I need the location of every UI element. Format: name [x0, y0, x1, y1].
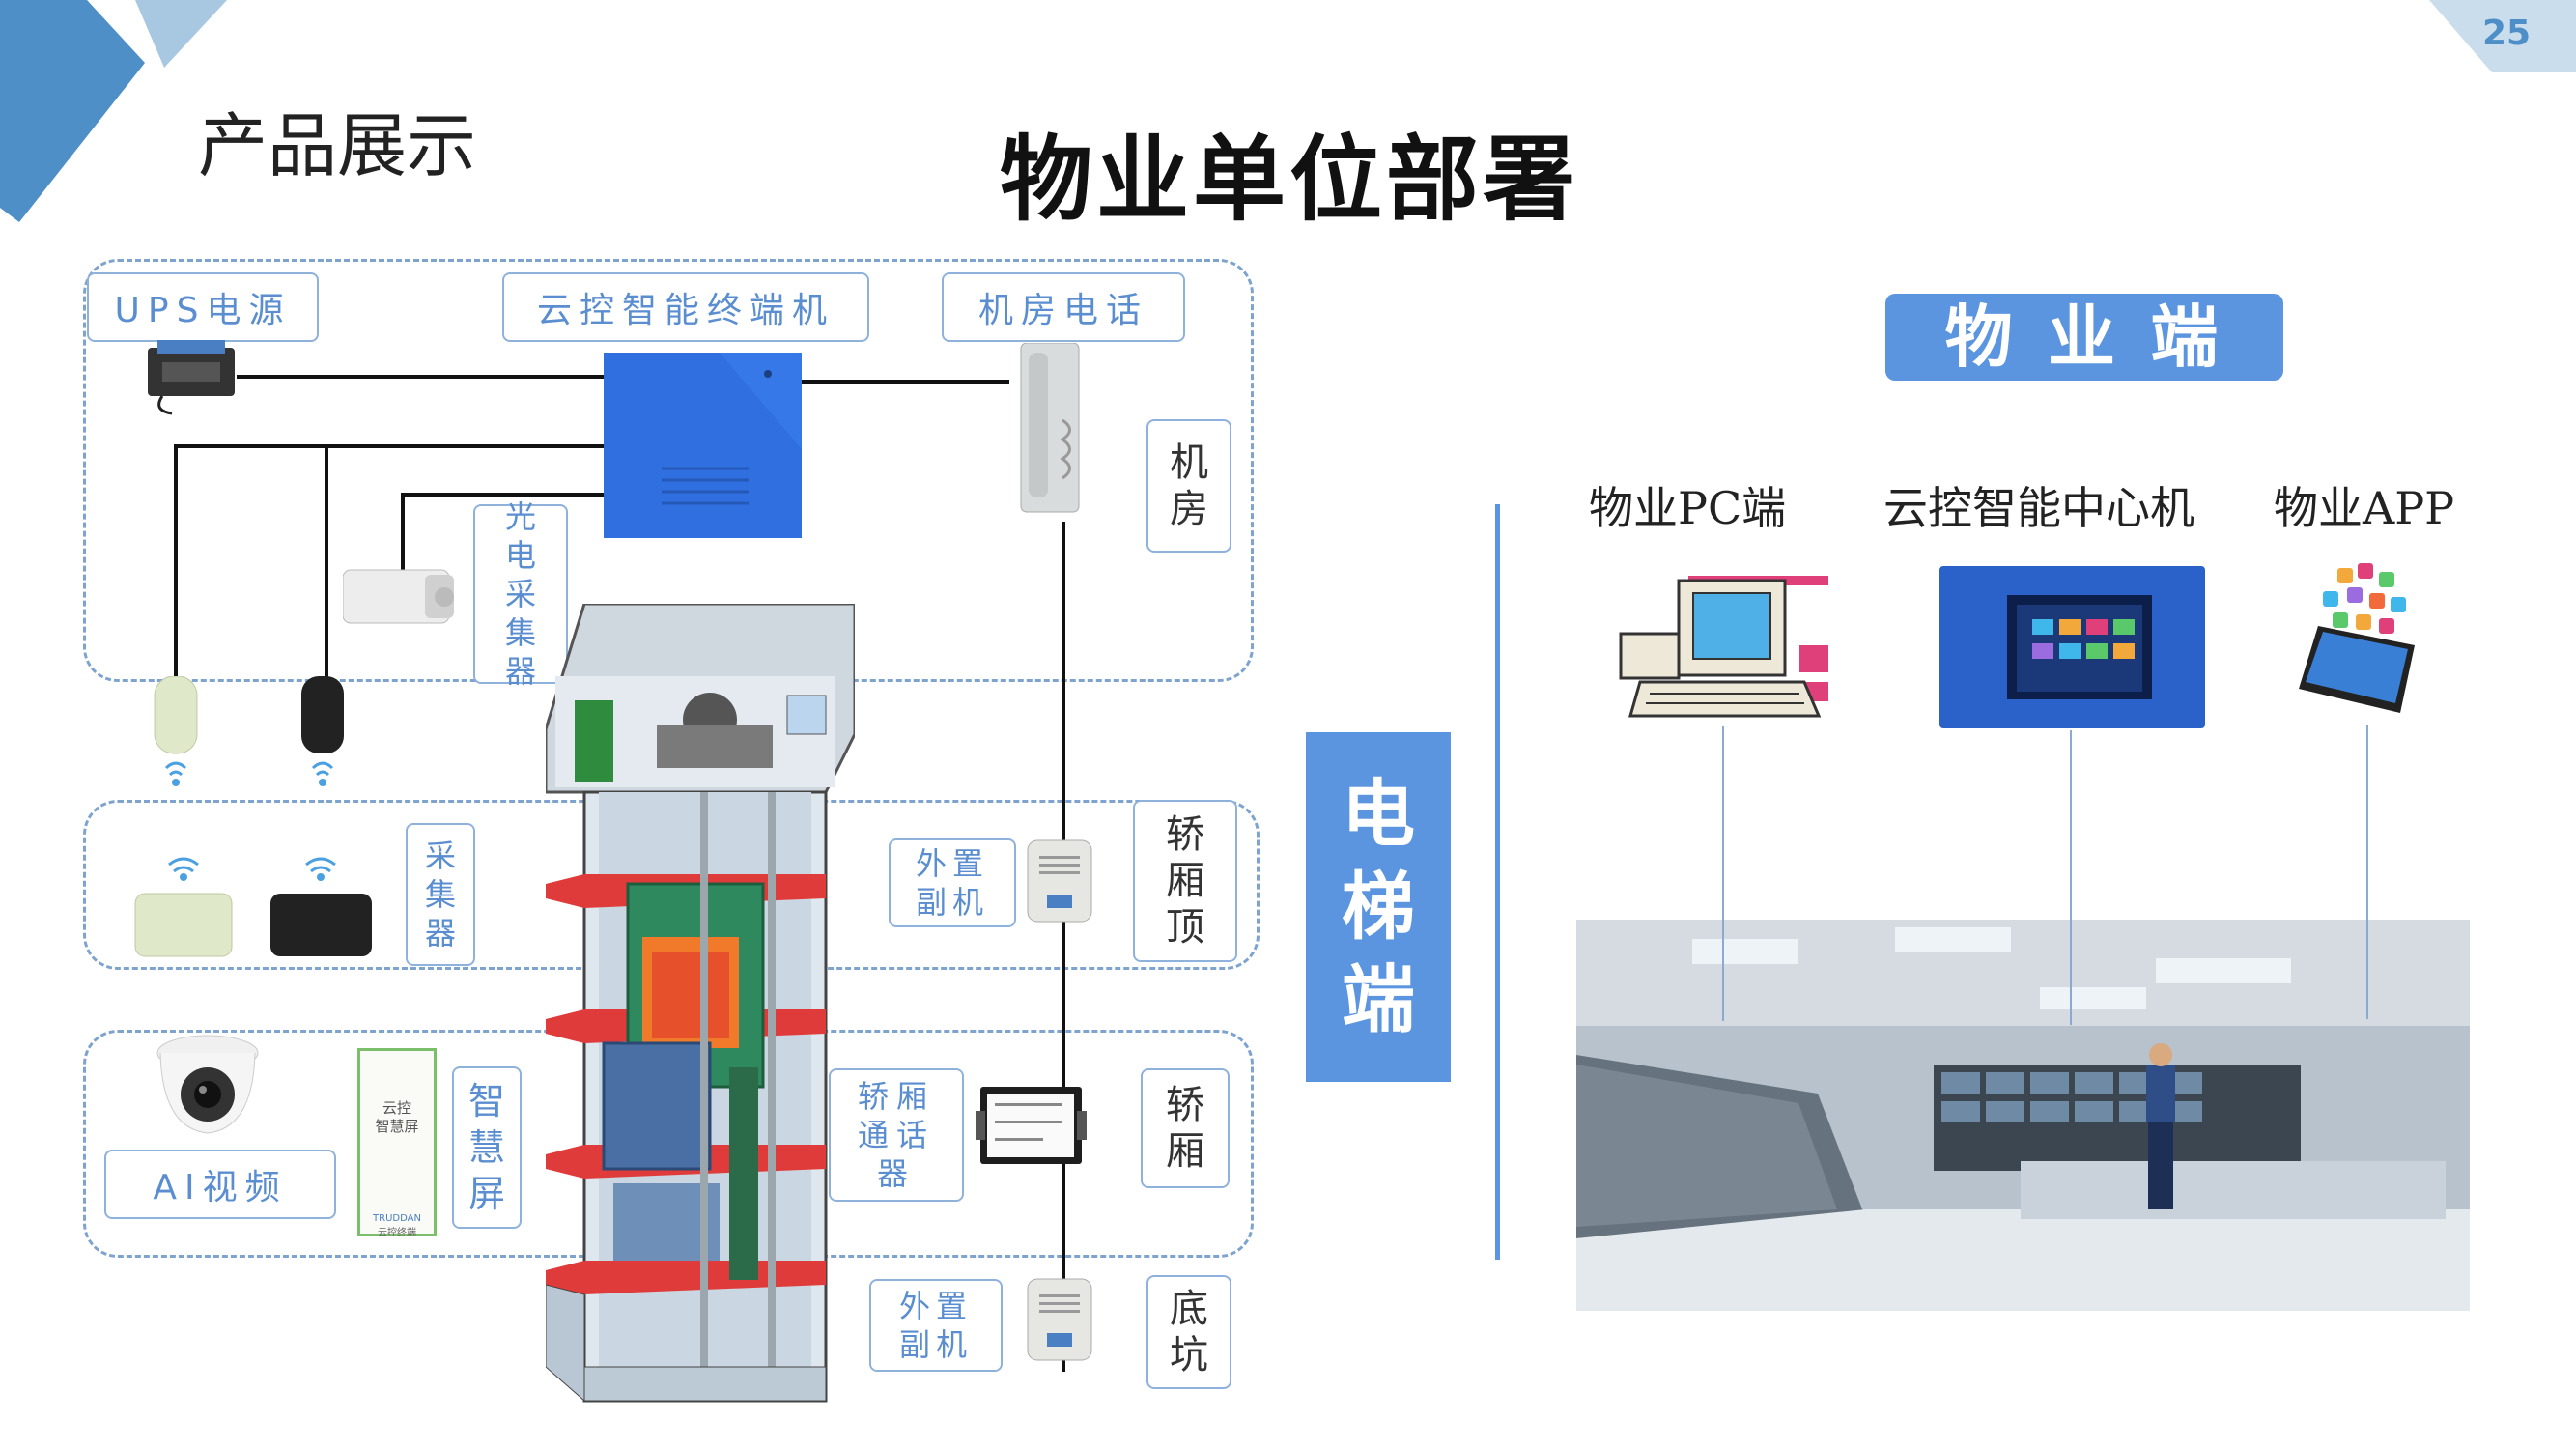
- collector-dark-icon: [270, 857, 372, 956]
- line-v-collector-1: [174, 444, 178, 681]
- center-device-icon: [1939, 566, 2205, 728]
- smart-screen-device-text: 云控 智慧屏: [375, 1099, 419, 1135]
- page-number: 25: [2481, 14, 2532, 53]
- corner-decoration-left: [0, 0, 227, 222]
- car-intercom-label: 轿厢 通话 器: [829, 1068, 964, 1202]
- line-terminal-phone: [797, 380, 1009, 384]
- car-top-side-label: 轿 厢 顶: [1133, 800, 1237, 962]
- app-phone-icon: [2299, 563, 2415, 713]
- line-v-collector-2: [325, 444, 328, 681]
- ext-phone-top-label: 外置副机: [889, 838, 1016, 927]
- arrow-center-to-photo: [2070, 730, 2072, 1025]
- device-label-center: 云控智能中心机: [1883, 482, 2194, 534]
- ext-phone-top-icon: [1027, 839, 1092, 923]
- arrow-pc-to-photo: [1722, 726, 1724, 1021]
- ups-device-icon: [148, 340, 235, 415]
- terminal-device-icon: [604, 353, 802, 538]
- line-ups-terminal: [237, 375, 604, 379]
- smart-screen-label: 智 慧 屏: [452, 1066, 522, 1229]
- device-label-pc: 物业PC端: [1589, 482, 1787, 534]
- corner-decoration-right: [2429, 0, 2576, 72]
- pc-icon: [1619, 576, 1828, 718]
- terminal-label: 云控智能终端机: [502, 272, 869, 342]
- ext-phone-bottom-label: 外置副机: [869, 1279, 1003, 1372]
- ai-camera-icon: [156, 1035, 259, 1134]
- property-side-banner: 物 业 端: [1885, 294, 2283, 381]
- divider-line: [1495, 504, 1500, 1260]
- car-side-label: 轿 厢: [1141, 1068, 1230, 1188]
- collector-label: 采 集 器: [406, 823, 475, 966]
- smart-screen-device-brand: TRUDDAN: [373, 1213, 421, 1224]
- ext-phone-bottom-icon: [1027, 1278, 1092, 1361]
- photo-collector-icon: [343, 569, 454, 624]
- pit-side-label: 底 坑: [1146, 1275, 1231, 1389]
- control-room-photo: [1576, 920, 2470, 1311]
- smart-screen-device-sub: 云控终端: [378, 1228, 416, 1238]
- smart-screen-device: 云控 智慧屏 TRUDDAN 云控终端: [357, 1048, 437, 1238]
- main-title: 物业单位部署: [1000, 126, 1579, 234]
- car-intercom-icon: [976, 1087, 1087, 1164]
- section-title: 产品展示: [198, 105, 477, 186]
- collector-light-icon: [134, 857, 233, 957]
- room-phone-label: 机房电话: [942, 272, 1185, 342]
- arrow-app-to-photo: [2366, 724, 2368, 1019]
- photo-collector-label: 光 电 采 集 器: [473, 498, 568, 690]
- sensor-dark-icon: [301, 676, 344, 786]
- line-h-photo: [401, 493, 604, 497]
- line-v-phone: [1062, 522, 1065, 1372]
- line-h-collector: [174, 444, 604, 448]
- sensor-light-icon: [154, 676, 198, 786]
- line-v-photo: [401, 493, 405, 570]
- room-phone-icon: [1020, 343, 1080, 513]
- ai-video-label: AI视频: [104, 1150, 336, 1219]
- device-label-app: 物业APP: [2274, 482, 2455, 534]
- elevator-shaft-illustration: [546, 604, 855, 1403]
- elevator-side-banner: 电 梯 端: [1306, 732, 1451, 1082]
- room-side-label: 机 房: [1146, 419, 1231, 553]
- ups-label: UPS电源: [87, 272, 319, 342]
